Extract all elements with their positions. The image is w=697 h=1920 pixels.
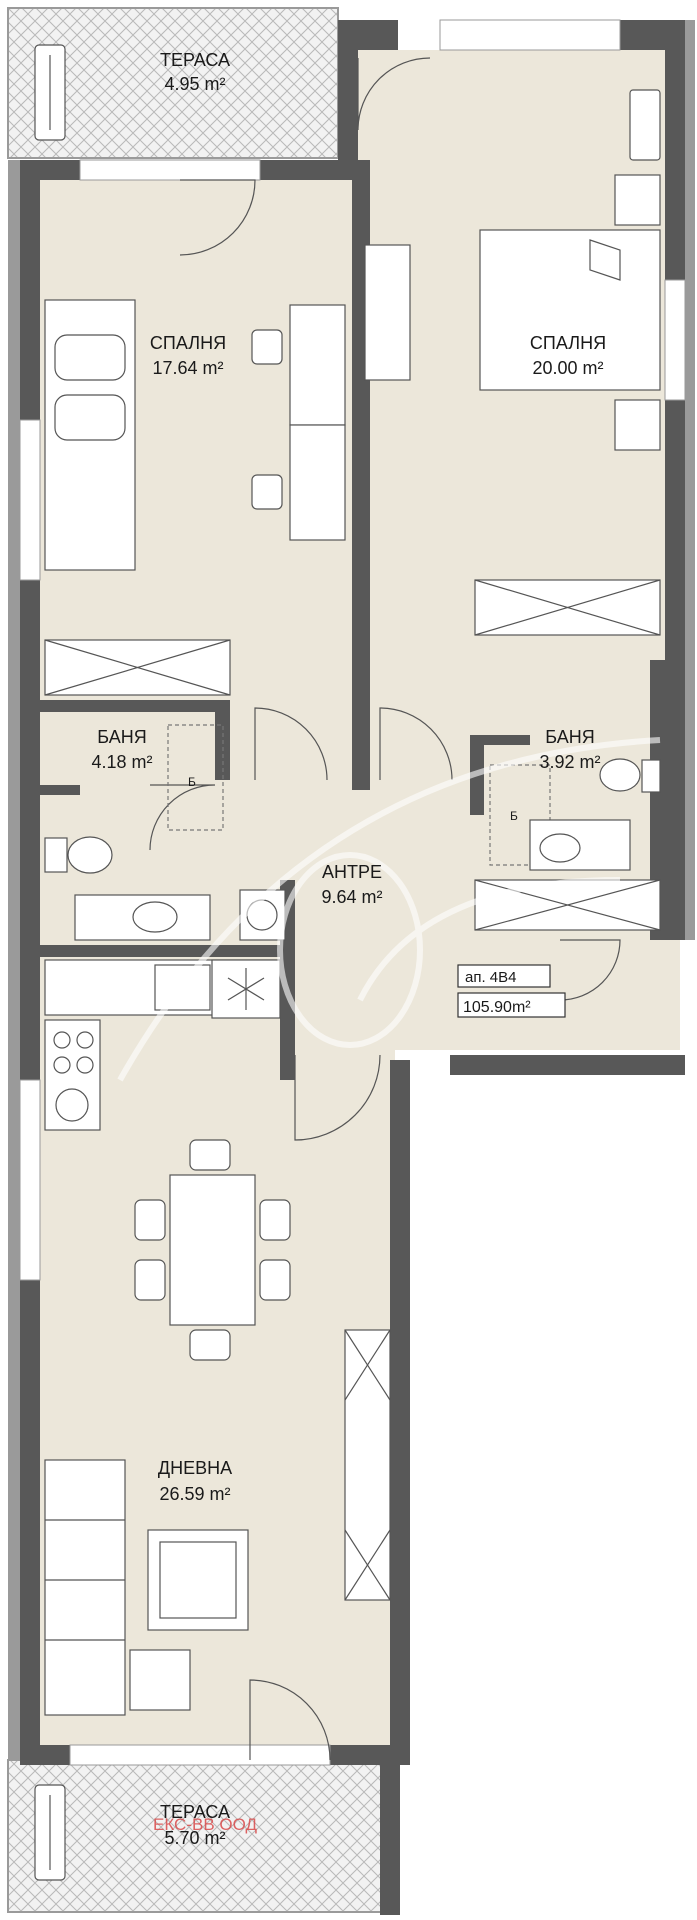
radiator-icon xyxy=(34,1784,66,1881)
radiator-icon xyxy=(34,44,66,141)
toilet-icon xyxy=(599,758,661,793)
bath-right-area: 3.92 m² xyxy=(539,752,600,772)
sink-icon xyxy=(74,894,211,941)
sofa-icon xyxy=(44,1459,126,1716)
toilet-icon xyxy=(44,836,113,874)
bedroom-left-name: СПАЛНЯ xyxy=(150,333,226,353)
unit-code: ап. 4В4 xyxy=(465,969,517,986)
boiler-mark: Б xyxy=(188,775,196,789)
shower-icon xyxy=(489,764,551,866)
logo-icon xyxy=(117,737,661,1082)
radiator-icon xyxy=(629,89,661,161)
dining-table-icon xyxy=(134,1139,291,1361)
terrace-top-area-text: 4.95 m² xyxy=(164,74,225,94)
bath-right-name: БАНЯ xyxy=(545,727,594,747)
terrace-bottom-area-text: 5.70 m² xyxy=(164,1828,225,1848)
sink-icon xyxy=(529,819,631,871)
hall-area: 9.64 m² xyxy=(321,887,382,907)
desk-icon xyxy=(289,304,346,541)
bedroom-right-name: СПАЛНЯ xyxy=(530,333,606,353)
living-name: ДНЕВНА xyxy=(158,1458,232,1478)
shower-icon xyxy=(167,724,224,831)
boiler-mark: Б xyxy=(510,809,518,823)
unit-box: ап. 4В4 105.90m² xyxy=(457,964,566,1018)
room-labels: ТЕРАСА 4.95 m² СПАЛНЯ 17.64 m² СПАЛНЯ 20… xyxy=(91,50,606,1848)
tv-unit-icon xyxy=(344,1329,391,1601)
bed-icon xyxy=(44,299,136,571)
hall-name: АНТРЕ xyxy=(322,862,382,882)
fridge-icon xyxy=(211,959,281,1019)
wardrobe-left xyxy=(44,639,231,696)
coffee-table-icon xyxy=(147,1529,249,1631)
desk-icon xyxy=(364,244,411,381)
windows xyxy=(19,19,686,1766)
stove-icon xyxy=(44,1019,101,1131)
unit-area: 105.90m² xyxy=(463,999,531,1016)
armchair-icon xyxy=(129,1649,191,1711)
bath-left-area: 4.18 m² xyxy=(91,752,152,772)
terrace-bottom-area xyxy=(7,1759,399,1913)
living-area: 26.59 m² xyxy=(159,1484,230,1504)
bedroom-left-area: 17.64 m² xyxy=(152,358,223,378)
wardrobe-hall xyxy=(474,879,661,931)
bath-left-name: БАНЯ xyxy=(97,727,146,747)
wardrobe-right xyxy=(474,579,661,636)
chair-icon xyxy=(251,329,283,510)
watermark-text: ЕКС-ВВ ООД xyxy=(153,1815,257,1834)
terrace-top-name: ТЕРАСА xyxy=(160,50,230,70)
terrace-bottom-name: ТЕРАСА xyxy=(160,1802,230,1822)
door-swing-icon xyxy=(149,57,621,1761)
bedroom-right-area: 20.00 m² xyxy=(532,358,603,378)
bed-icon xyxy=(479,174,661,451)
